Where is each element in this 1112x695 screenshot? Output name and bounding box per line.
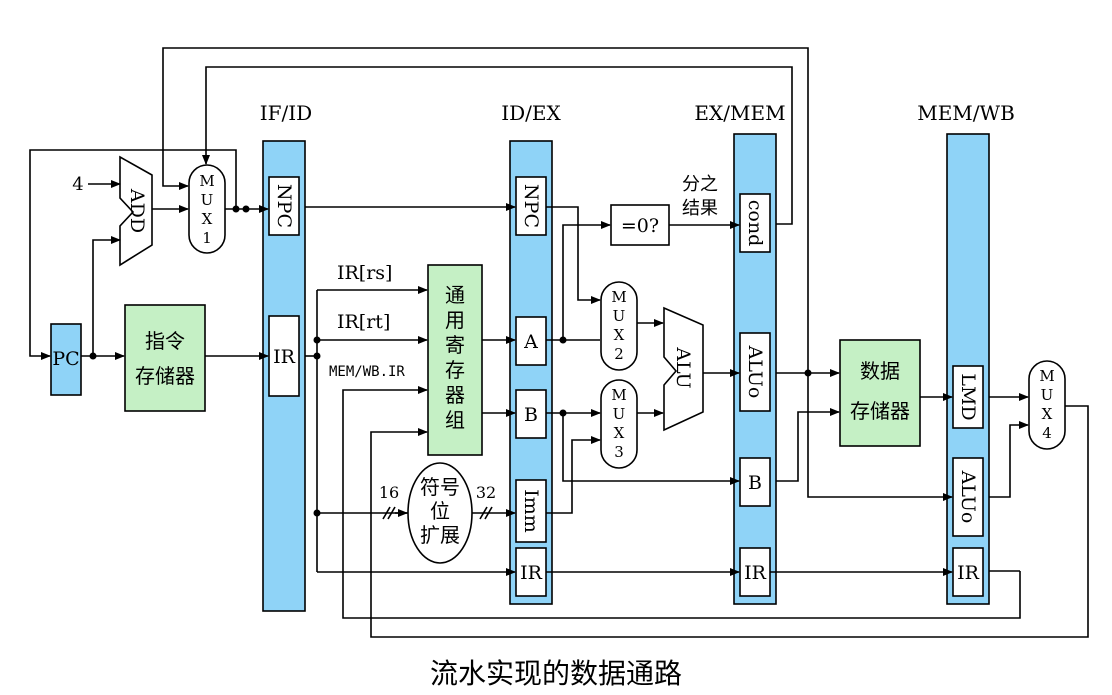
mux4-label-x: X [1042, 405, 1053, 423]
mux4-label-m: M [1039, 367, 1054, 385]
zero-test-label: =0? [621, 215, 659, 237]
ex-mem-b-label: B [748, 472, 762, 494]
register-file [427, 264, 483, 456]
bits-32-label: 32 [476, 483, 496, 502]
mux1-label-x: X [202, 210, 213, 228]
sign-extend-label-2: 位 [430, 499, 450, 523]
instruction-memory-label-1: 指令 [145, 329, 185, 353]
mux3-label-u: U [613, 405, 626, 423]
if-id-npc-label: NPC [273, 184, 295, 228]
pc-label: PC [52, 348, 79, 370]
mux2-label-u: U [613, 307, 626, 325]
constant-four-label: 4 [72, 174, 83, 195]
id-ex-a-field [515, 316, 547, 366]
alu-label: ALU [672, 346, 694, 388]
mem-wb-ir-label: MEM/WB.IR [329, 364, 405, 380]
instruction-memory [124, 304, 206, 412]
mux1-label-m: M [199, 172, 214, 190]
ex-mem-cond-field [739, 193, 771, 253]
data-memory [839, 339, 921, 447]
ex-mem-aluo-field [739, 332, 771, 412]
register-file-char-5: 器 [445, 383, 465, 407]
mux3-label-x: X [614, 424, 625, 442]
data-memory-label-2: 存储器 [850, 399, 910, 423]
mux3-label-n: 3 [614, 443, 624, 461]
instruction-memory-label-2: 存储器 [135, 364, 195, 388]
id-ex-npc-field [515, 176, 547, 236]
wires [29, 47, 1089, 638]
mux2 [600, 281, 638, 371]
branch-result-label-2: 结果 [682, 198, 718, 219]
mux2-label-m: M [611, 288, 626, 306]
mux4 [1028, 360, 1066, 450]
id-ex-a-label: A [523, 331, 538, 353]
ir-rs-label: IR[rs] [337, 262, 392, 284]
ex-mem-ir-label: IR [744, 562, 767, 584]
if-id-ir-field [268, 315, 300, 397]
register-file-char-2: 用 [445, 308, 465, 332]
add-label: ADD [126, 188, 148, 233]
add-unit [119, 155, 153, 267]
register-file-char-1: 通 [445, 283, 465, 307]
register-file-char-4: 存 [445, 358, 465, 382]
mux3 [600, 379, 638, 469]
mux4-label-n: 4 [1042, 424, 1052, 442]
sign-extend-label-1: 符号 [420, 475, 460, 499]
branch-result-label-1: 分之 [682, 174, 718, 195]
mem-wb-lmd-label: LMD [957, 373, 979, 420]
ir-rt-label: IR[rt] [337, 311, 390, 333]
stage-label-if-id: IF/ID [260, 101, 312, 125]
id-ex-ir-label: IR [520, 562, 543, 584]
zero-test-unit [610, 204, 670, 246]
id-ex-imm-label: Imm [520, 489, 542, 533]
id-ex-imm-field [515, 479, 547, 543]
mux2-label-x: X [614, 326, 625, 344]
mem-wb-ir-field [952, 547, 984, 597]
mux3-label-m: M [611, 386, 626, 404]
diagram-caption: 流水实现的数据通路 [429, 657, 682, 690]
mux2-label-n: 2 [614, 345, 624, 363]
register-file-char-6: 组 [445, 408, 465, 432]
bits-16-label: 16 [379, 483, 399, 502]
register-file-char-3: 寄 [445, 333, 465, 357]
sign-extend-label-3: 扩展 [420, 523, 460, 547]
mux1-label-n: 1 [202, 229, 212, 247]
mem-wb-lmd-field [952, 365, 984, 429]
stage-label-id-ex: ID/EX [501, 101, 561, 125]
id-ex-b-field [515, 389, 547, 439]
pc-register [50, 323, 82, 396]
id-ex-b-label: B [524, 404, 538, 426]
mux1-label-u: U [201, 191, 214, 209]
ex-mem-b-field [739, 457, 771, 507]
ex-mem-aluo-label: ALUo [744, 345, 766, 399]
mem-wb-aluo-label: ALUo [957, 470, 979, 524]
if-id-ir-label: IR [273, 346, 296, 368]
alu-unit [663, 306, 704, 432]
mem-wb-ir-label: IR [957, 562, 980, 584]
mux4-label-u: U [1041, 386, 1054, 404]
mem-wb-aluo-field [952, 457, 984, 537]
data-memory-label-1: 数据 [860, 359, 900, 383]
stage-label-mem-wb: MEM/WB [917, 101, 1015, 125]
id-ex-npc-label: NPC [520, 184, 542, 228]
stage-label-ex-mem: EX/MEM [694, 101, 785, 125]
ex-mem-cond-label: cond [744, 200, 766, 246]
if-id-npc-field [268, 176, 300, 236]
